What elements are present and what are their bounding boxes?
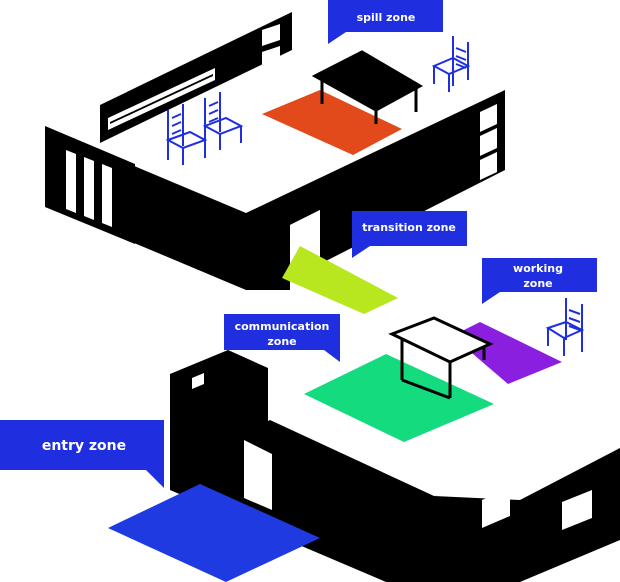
communication-zone-label-line1: communication	[235, 320, 330, 333]
lower-building	[170, 350, 620, 582]
upper-right-window-3	[480, 152, 497, 180]
spill-zone-label-text: spill zone	[357, 11, 416, 24]
lower-right-window-1	[482, 488, 510, 528]
working-zone-label: working zone	[482, 258, 597, 304]
working-zone-label-line2: zone	[523, 277, 552, 290]
communication-zone-label: communication zone	[224, 314, 340, 362]
lower-entry-wall	[244, 440, 272, 510]
transition-zone-label-text: transition zone	[362, 221, 456, 234]
upper-window-3	[262, 68, 280, 90]
working-table-icon	[388, 316, 494, 400]
spill-table-icon	[311, 50, 424, 124]
chair-icon	[431, 36, 471, 92]
upper-right-window-1	[480, 104, 497, 132]
spill-zone-area	[262, 90, 402, 155]
spill-zone-label: spill zone	[328, 0, 443, 44]
entry-zone-area	[108, 484, 320, 582]
upper-window-1	[262, 24, 280, 46]
upper-left-window-1	[66, 150, 76, 213]
entry-zone-label: entry zone	[0, 420, 164, 488]
upper-left-window-3	[102, 164, 112, 227]
upper-front-wall	[120, 160, 246, 290]
lower-front-wall	[170, 420, 434, 582]
chair-icon	[545, 298, 585, 356]
transition-zone-area	[282, 246, 398, 314]
upper-right-window-2	[480, 128, 497, 156]
lower-floor-strip	[434, 448, 620, 500]
upper-left-window-2	[84, 157, 94, 220]
entry-zone-label-text: entry zone	[42, 438, 126, 454]
lower-right-window-2	[562, 490, 592, 530]
chair-icon	[202, 92, 244, 150]
upper-building	[45, 12, 505, 290]
transition-zone-label: transition zone	[352, 211, 467, 258]
communication-zone-label-line2: zone	[267, 335, 296, 348]
lower-left-window	[192, 373, 204, 389]
working-zone-label-line1: working	[513, 262, 563, 275]
upper-right-wall	[246, 90, 505, 290]
lower-right-wall	[434, 448, 620, 582]
communication-zone-area	[304, 354, 494, 442]
upper-window-2	[262, 46, 280, 68]
